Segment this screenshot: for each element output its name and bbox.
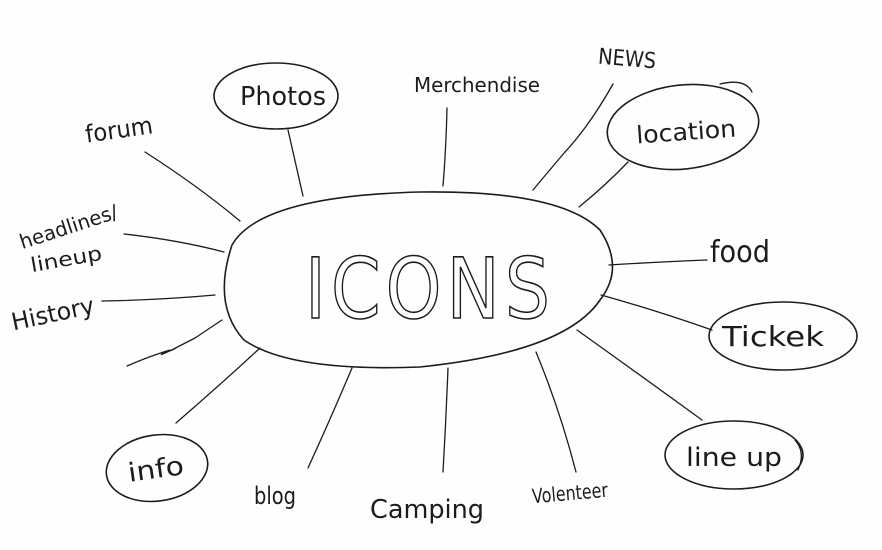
center-ellipse bbox=[223, 191, 614, 369]
info-label: info bbox=[126, 451, 186, 489]
connector-info bbox=[175, 347, 261, 424]
connector-headlines bbox=[123, 233, 225, 253]
connector-merchandise bbox=[442, 107, 448, 187]
ticket-label: Tickek bbox=[721, 320, 825, 353]
connector-history bbox=[101, 294, 216, 302]
camping-label: Camping bbox=[370, 495, 484, 525]
merchandise-label: Merchendise bbox=[414, 73, 540, 97]
connector-volunteer bbox=[535, 351, 577, 473]
lineup-right-circle-tail bbox=[794, 439, 802, 471]
volunteer-label: Volenteer bbox=[531, 478, 609, 509]
connector-lines bbox=[101, 83, 713, 473]
location-circle bbox=[606, 83, 760, 171]
center-label: ICONS bbox=[305, 240, 555, 338]
connector-scribble bbox=[126, 319, 223, 367]
connector-lineup-right bbox=[576, 329, 703, 421]
history-label: History bbox=[9, 291, 97, 336]
connector-food bbox=[608, 259, 708, 266]
connector-forum bbox=[144, 151, 241, 222]
photos-circle bbox=[213, 62, 339, 130]
connector-blog bbox=[307, 367, 353, 469]
connector-ticket bbox=[600, 294, 713, 331]
blog-label: blog bbox=[254, 482, 296, 510]
info-circle bbox=[105, 433, 209, 503]
photos-label: Photos bbox=[240, 82, 326, 112]
lineup-right-label: line up bbox=[686, 443, 782, 473]
connector-camping bbox=[442, 367, 449, 473]
connector-location bbox=[578, 161, 629, 208]
lineup-right-circle bbox=[664, 420, 804, 490]
ticket-circle bbox=[708, 301, 858, 371]
location-circle-tail bbox=[719, 81, 753, 93]
location-label: location bbox=[635, 115, 737, 150]
news-label: NEWS bbox=[597, 45, 657, 75]
connector-news bbox=[532, 83, 614, 191]
connector-photos bbox=[287, 129, 304, 197]
forum-label: forum bbox=[83, 111, 154, 148]
food-label: food bbox=[710, 235, 770, 270]
